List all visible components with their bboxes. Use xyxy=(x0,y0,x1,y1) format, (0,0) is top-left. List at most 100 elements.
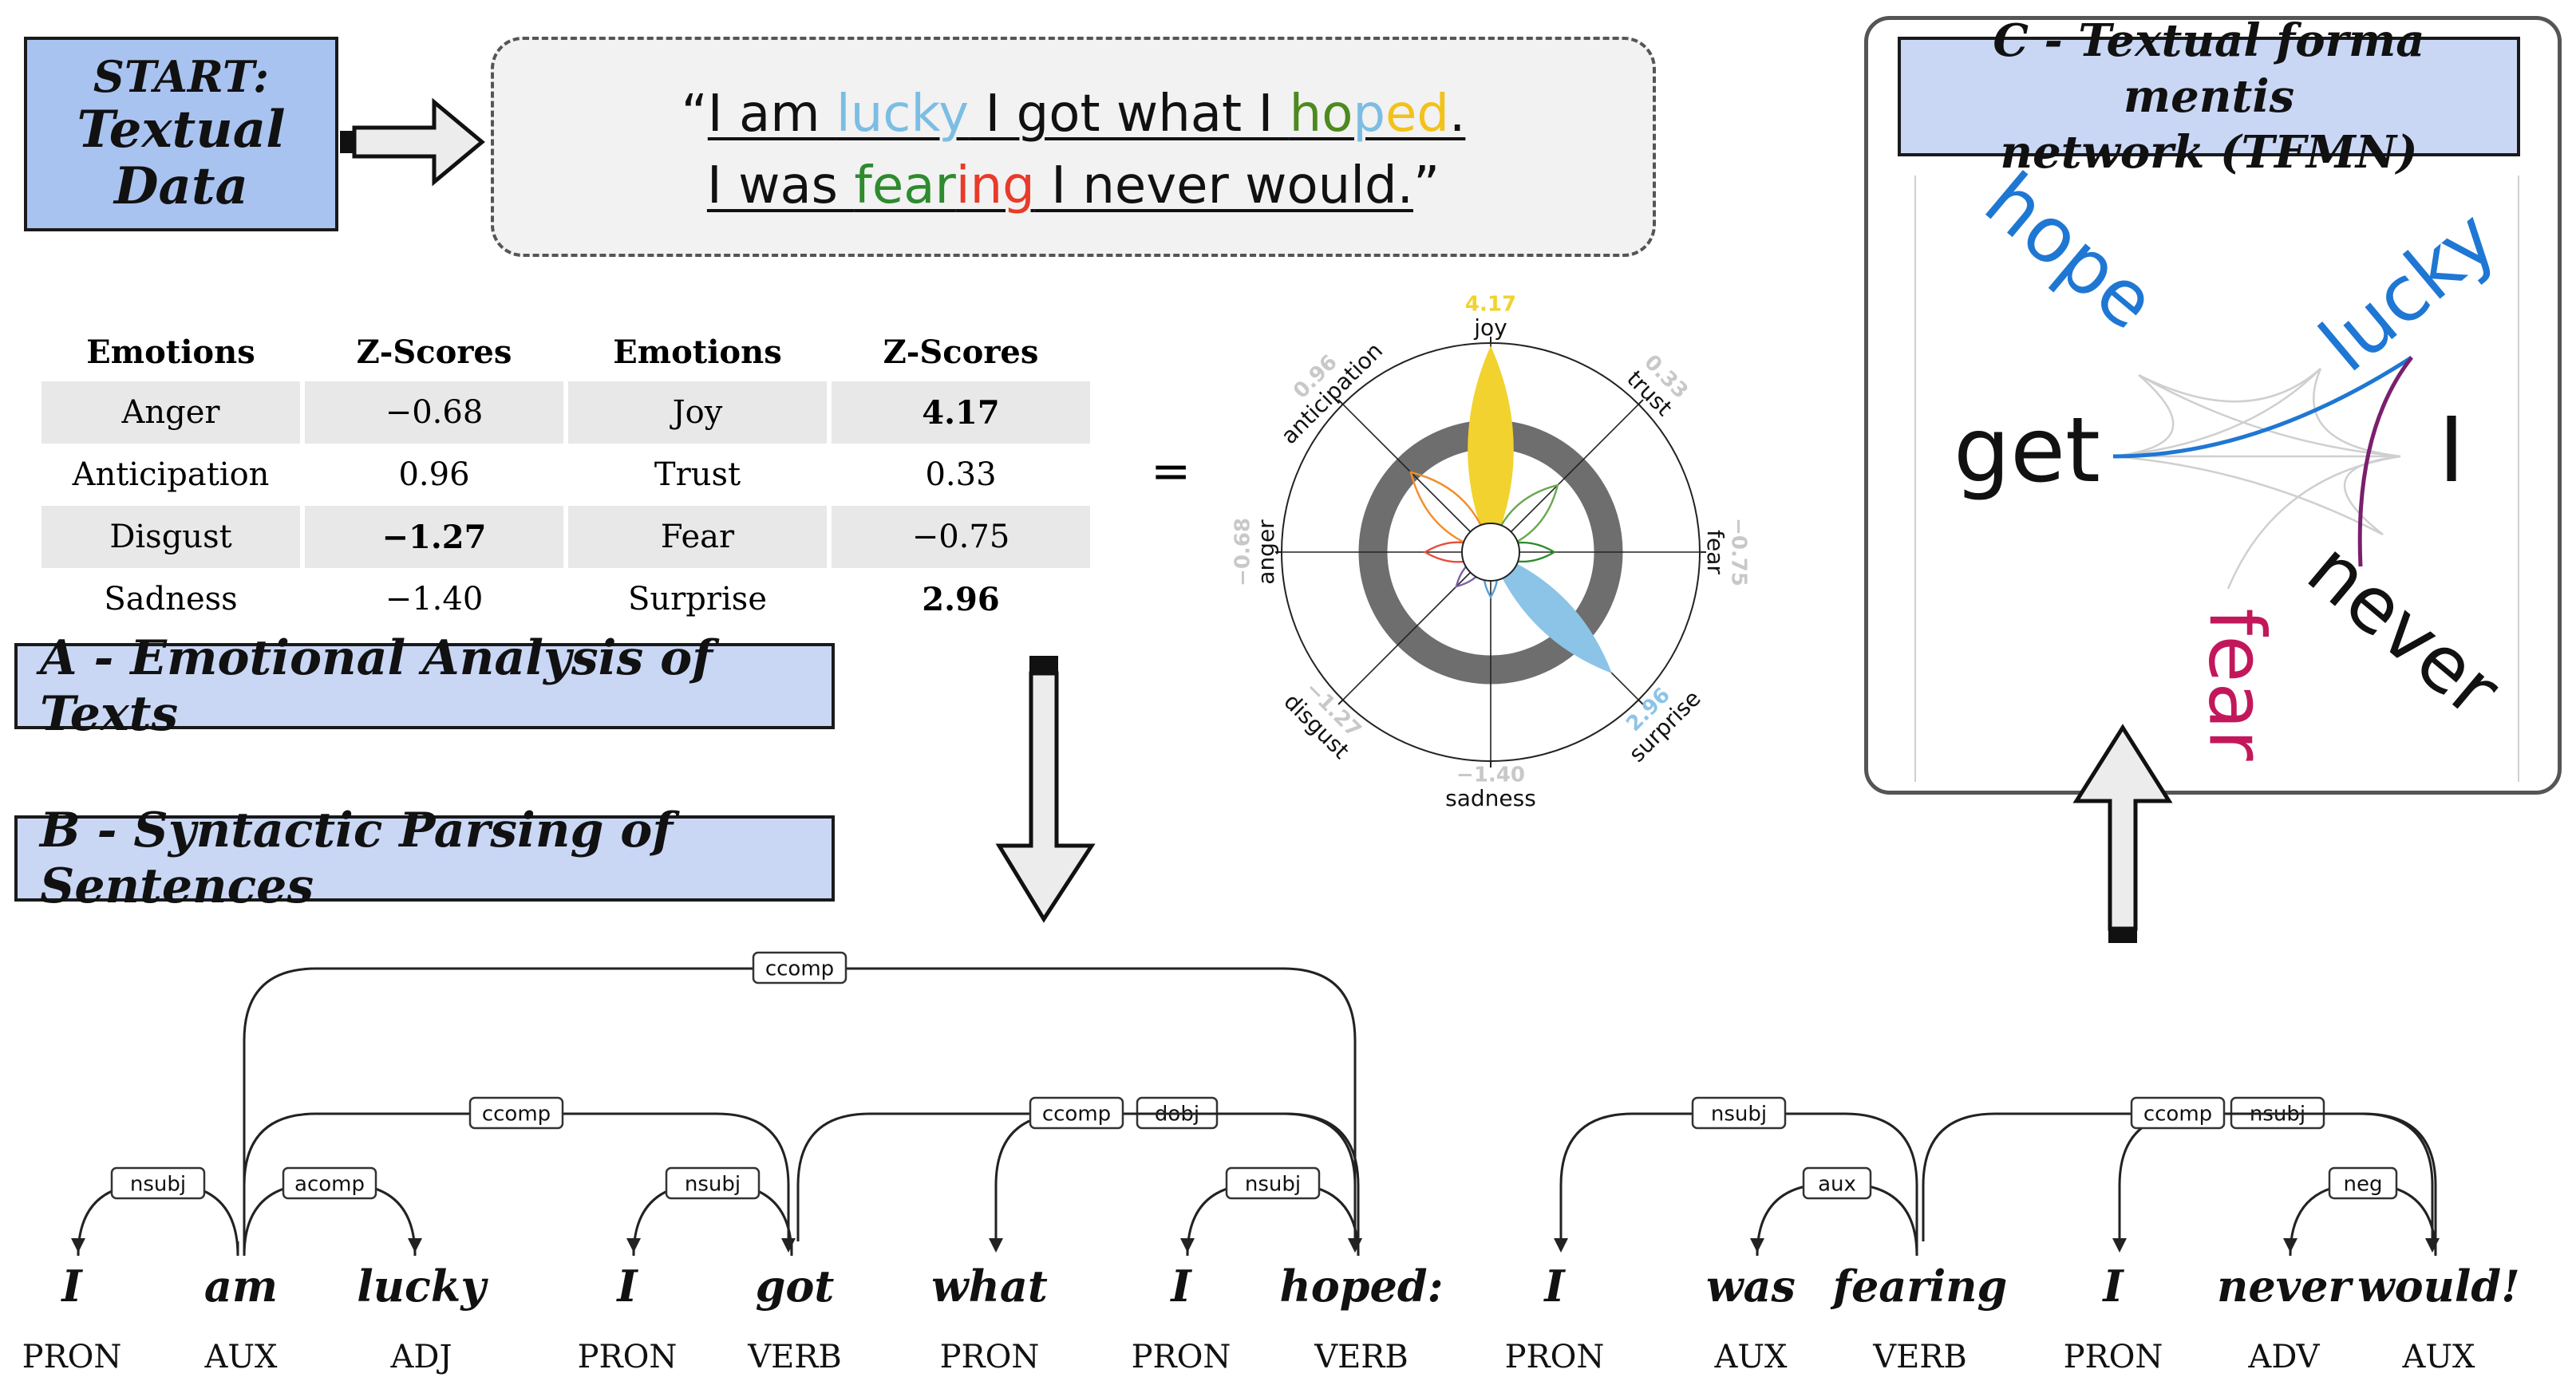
quote-segment: p xyxy=(1353,85,1386,144)
quote-segment: fear xyxy=(854,156,956,215)
token-pos: VERB xyxy=(1873,1339,1967,1375)
arc-label: nsubj xyxy=(130,1173,186,1197)
radar-value-sadness: −1.40 xyxy=(1456,764,1525,787)
arc-label: ccomp xyxy=(482,1103,551,1127)
header-zscores-1: Z-Scores xyxy=(356,333,512,371)
token-pos: VERB xyxy=(1314,1339,1409,1375)
emotional-flower-chart: 4.17joy0.33trust−0.75fear2.96surprise−1.… xyxy=(1231,293,1751,812)
radar-tick xyxy=(1337,699,1344,705)
arc-arrowhead xyxy=(2425,1238,2440,1253)
arc-arrowhead xyxy=(1554,1238,1568,1253)
token-pos: PRON xyxy=(1131,1339,1231,1375)
token-word: I xyxy=(1171,1261,1191,1312)
radar-axis-trust xyxy=(1490,404,1639,553)
arc-label-box xyxy=(1691,1096,1787,1130)
arc-label-box xyxy=(1029,1096,1124,1130)
emotion-cell: Surprise xyxy=(627,581,767,618)
token-word: I xyxy=(1544,1261,1565,1312)
radar-label-fear: fear xyxy=(1702,530,1729,574)
header-zscores-2: Z-Scores xyxy=(883,333,1039,371)
arc-label-box xyxy=(468,1096,564,1130)
tfmn-node-never: never xyxy=(2291,525,2517,735)
arc-label-box xyxy=(752,951,847,985)
tfmn-edge xyxy=(2112,374,2175,458)
token-word: I xyxy=(617,1261,638,1312)
tfmn-edge xyxy=(2138,368,2321,403)
tfmn-edge-get-lucky xyxy=(2112,355,2413,459)
zscore-cell: 0.33 xyxy=(925,456,997,493)
emotion-cell: Sadness xyxy=(104,581,238,618)
arc-label-box xyxy=(110,1166,206,1200)
arc-arrowhead xyxy=(71,1238,85,1253)
arc-arrowhead xyxy=(408,1238,422,1253)
petal-anticipation xyxy=(1409,471,1492,554)
token-word: I xyxy=(61,1261,82,1312)
token-word: hoped: xyxy=(1279,1261,1444,1312)
tfmn-edge xyxy=(2226,455,2401,590)
radar-tick xyxy=(1337,399,1344,405)
token-pos: PRON xyxy=(22,1339,122,1375)
emotion-cell: Fear xyxy=(568,506,827,568)
token-pos: PRON xyxy=(577,1339,678,1375)
section-a-box: A - Emotional Analysis of Texts xyxy=(14,630,835,742)
radar-center xyxy=(1461,523,1520,582)
arc-label: nsubj xyxy=(1245,1173,1301,1197)
emotion-cell: Anger xyxy=(41,381,300,444)
token-word: lucky xyxy=(357,1261,486,1312)
arc-label-box xyxy=(1802,1166,1872,1200)
radar-value-anger: −0.68 xyxy=(1231,518,1255,586)
radar-tick xyxy=(1638,699,1644,705)
start-box: START: Textual Data xyxy=(24,37,338,231)
token-word: fearing xyxy=(1832,1261,2008,1312)
up-arrow xyxy=(2072,724,2173,943)
emotion-cell: Trust xyxy=(654,456,741,493)
start-arrow xyxy=(340,97,485,187)
zscore-cell: 2.96 xyxy=(922,580,1000,618)
arc-label-box xyxy=(2130,1096,2226,1130)
arc-label-box xyxy=(665,1166,761,1200)
emotion-zscore-table: Emotions Z-Scores Emotions Z-Scores Ange… xyxy=(37,322,1095,630)
tfmn-node-hope: hope xyxy=(1968,168,2172,347)
radar-value-joy: 4.17 xyxy=(1465,293,1516,317)
arc-arrowhead xyxy=(989,1238,1003,1253)
tfmn-edge xyxy=(2112,455,2384,536)
token-word: I xyxy=(2103,1261,2124,1312)
quote-segment: I never would. xyxy=(1034,156,1413,215)
radar-label-sadness: sadness xyxy=(1445,785,1536,811)
section-a-title: A - Emotional Analysis of Texts xyxy=(40,630,713,742)
quote-segment: “ xyxy=(681,85,708,144)
tfmn-title-line2: network (TFMN) xyxy=(2000,126,2418,179)
quote-line-2: I was fearing I never would.” xyxy=(494,156,1653,215)
arc-arrowhead xyxy=(626,1238,641,1253)
zscore-cell: −0.68 xyxy=(305,381,563,444)
arc-arrowhead xyxy=(781,1238,796,1253)
quote-segment: ed xyxy=(1385,85,1450,144)
arc-arrowhead xyxy=(1180,1238,1195,1253)
start-label: START: xyxy=(93,51,270,103)
header-emotions-1: Emotions xyxy=(86,333,255,371)
start-textual: Textual xyxy=(77,99,286,160)
radar-axis-disgust xyxy=(1342,551,1491,700)
quote-segment: I am xyxy=(707,85,836,144)
header-emotions-2: Emotions xyxy=(613,333,782,371)
emotion-cell: Joy xyxy=(568,381,827,444)
section-b-title: B - Syntactic Parsing of Sentences xyxy=(40,803,674,914)
arc-arrowhead xyxy=(2112,1238,2127,1253)
arc-label-box xyxy=(1225,1166,1321,1200)
arc-label: acomp xyxy=(294,1173,365,1197)
quote-segment: ho xyxy=(1289,85,1353,144)
zscore-cell: 0.96 xyxy=(398,456,470,493)
tfmn-node-fear: fear xyxy=(2192,608,2282,761)
token-pos: PRON xyxy=(1504,1339,1605,1375)
arc-label: neg xyxy=(2344,1173,2383,1197)
token-pos: ADV xyxy=(2248,1339,2320,1375)
tfmn-edge xyxy=(2112,368,2321,458)
arc-label: ccomp xyxy=(765,957,834,981)
token-pos: PRON xyxy=(2063,1339,2163,1375)
